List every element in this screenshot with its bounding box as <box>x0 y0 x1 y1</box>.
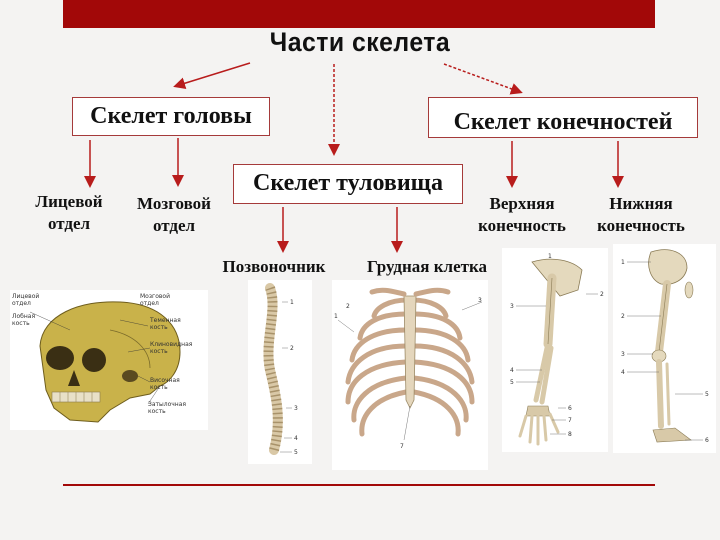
leg-num-4: 3 <box>621 351 625 358</box>
skull-label-frontal-2: кость <box>12 320 30 327</box>
label-upper-line2: конечность <box>478 216 566 235</box>
skull-label-occipital-1: Затылочная <box>148 401 186 408</box>
spine-image: 1 2 3 4 5 <box>248 280 312 464</box>
skull-label-temporal-1: Височная <box>150 377 180 384</box>
arm-num-8: 8 <box>568 431 572 438</box>
label-facial: Лицевой отдел <box>28 191 110 235</box>
page-title: Части скелета <box>269 27 451 57</box>
spine-num-4: 4 <box>294 435 298 442</box>
skull-label-occipital-2: кость <box>148 408 166 415</box>
skull-label-facial-2: отдел <box>12 300 31 307</box>
leg-num-2: 1 <box>621 259 625 266</box>
arm-num-5: 5 <box>510 379 514 386</box>
label-facial-line1: Лицевой <box>35 192 103 211</box>
skull-label-sphenoid-1: Клиновидная <box>150 341 193 348</box>
label-facial-line2: отдел <box>47 214 91 233</box>
label-upper-limb: Верхняя конечность <box>466 193 578 237</box>
ribcage-num-1: 1 <box>334 313 338 320</box>
ribcage-num-3: 3 <box>478 297 482 304</box>
leg-num-5: 4 <box>621 369 625 376</box>
label-lower-limb: Нижняя конечность <box>586 193 696 237</box>
ribcage-num-7: 7 <box>400 443 404 450</box>
skull-label-temporal-2: кость <box>150 384 168 391</box>
box-trunk-skeleton: Скелет туловища <box>233 164 463 204</box>
skull-label-sphenoid-2: кость <box>150 348 168 355</box>
skull-label-facial-1: Лицевой <box>12 293 39 300</box>
box-limbs-skeleton: Скелет конечностей <box>428 97 698 138</box>
spine-num-5: 5 <box>294 449 298 456</box>
label-upper-line1: Верхняя <box>489 194 555 213</box>
arm-image: 1 2 3 4 5 6 7 8 <box>502 248 608 452</box>
spine-num-2: 2 <box>290 345 294 352</box>
bottom-divider <box>63 484 655 486</box>
top-accent-bar <box>63 0 655 28</box>
skull-label-parietal-2: кость <box>150 324 168 331</box>
skull-label-frontal-1: Лобная <box>12 313 35 320</box>
arm-num-3: 3 <box>510 303 514 310</box>
arrow-to-head <box>173 62 251 90</box>
box-head-skeleton: Скелет головы <box>72 97 270 136</box>
label-chest: Грудная клетка <box>366 257 487 276</box>
arm-num-7: 7 <box>568 417 572 424</box>
leg-num-6: 5 <box>705 391 709 398</box>
label-brain: Мозговой отдел <box>128 193 220 237</box>
ribcage-num-2: 2 <box>346 303 350 310</box>
label-brain-line1: Мозговой <box>137 194 211 213</box>
spine-num-1: 1 <box>290 299 294 306</box>
arrow-to-limbs <box>443 63 523 95</box>
arm-num-4: 4 <box>510 367 514 374</box>
label-lower-line2: конечность <box>597 216 685 235</box>
skull-label-brain-2: отдел <box>140 300 159 307</box>
leg-image: 1 2 3 4 5 6 <box>613 244 716 453</box>
label-brain-line2: отдел <box>152 216 196 235</box>
arm-num-2: 2 <box>600 291 604 298</box>
ribcage-image: 1 2 3 7 <box>332 280 488 470</box>
leg-num-3: 2 <box>621 313 625 320</box>
label-lower-line1: Нижняя <box>609 194 673 213</box>
label-spine: Позвоночник <box>222 257 326 276</box>
skull-label-parietal-1: Теменная <box>149 317 181 324</box>
spine-num-3: 3 <box>294 405 298 412</box>
leg-num-7: 6 <box>705 437 709 444</box>
skull-image: Лицевой отдел Лобная кость Мозговой отде… <box>10 290 208 430</box>
arm-num-6: 6 <box>568 405 572 412</box>
skull-label-brain-1: Мозговой <box>140 293 170 300</box>
arm-num-1: 1 <box>548 253 552 260</box>
